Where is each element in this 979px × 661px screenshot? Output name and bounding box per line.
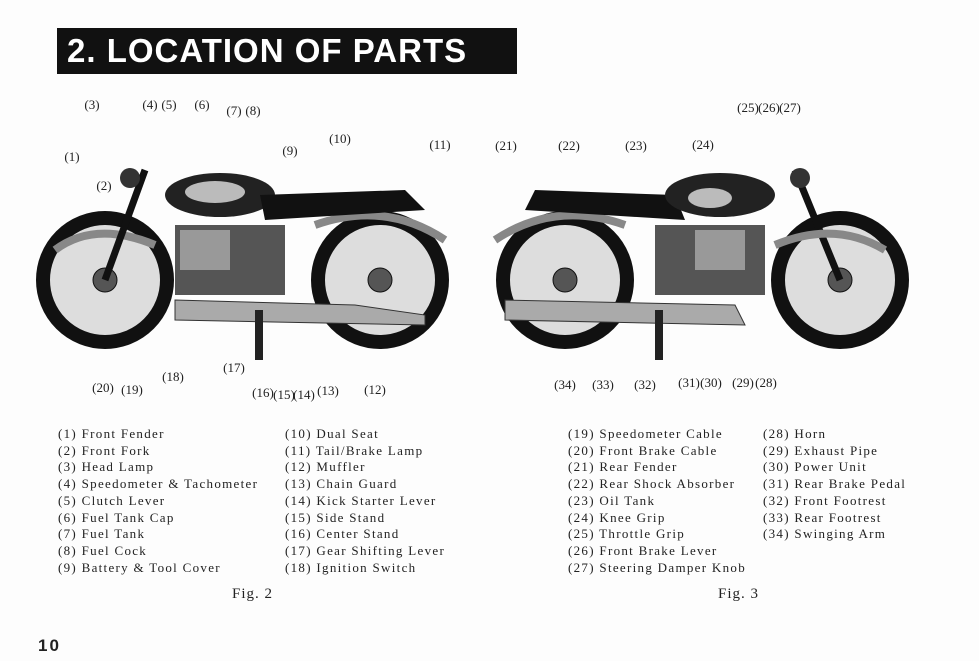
legend-item: (5) Clutch Lever: [58, 492, 166, 508]
legend-column-2: (10) Dual Seat (11) Tail/Brake Lamp (12)…: [285, 426, 445, 576]
callout-21: (21): [495, 138, 517, 153]
legend-item: (13) Chain Guard: [285, 476, 398, 492]
legend-item: (15) Side Stand: [285, 509, 386, 525]
callout-32: (32): [634, 377, 656, 392]
callout-15: (15): [273, 387, 295, 402]
legend-column-3: (19) Speedometer Cable (20) Front Brake …: [568, 426, 746, 576]
legend-item: (24) Knee Grip: [568, 509, 666, 525]
callout-31: (31): [678, 375, 700, 390]
callout-19: (19): [121, 382, 143, 397]
callout-10: (10): [329, 131, 351, 146]
callout-33: (33): [592, 377, 614, 392]
legend-item: (31) Rear Brake Pedal: [763, 476, 907, 492]
callout-17: (17): [223, 360, 245, 375]
legend-item: (1) Front Fender: [58, 426, 165, 441]
page-number: 10: [38, 636, 61, 655]
callout-6: (6): [194, 97, 210, 112]
section-title: 2. LOCATION OF PARTS: [57, 28, 517, 74]
callout-20: (20): [92, 380, 114, 395]
legend-item: (23) Oil Tank: [568, 492, 656, 508]
callout-28: (28): [755, 375, 777, 390]
legend-item: (7) Fuel Tank: [58, 526, 146, 542]
callout-18: (18): [162, 369, 184, 384]
figure-caption-3: Fig. 3: [718, 586, 760, 602]
motorcycle-left-view-illustration: [36, 168, 449, 360]
callout-24: (24): [692, 137, 714, 152]
legend-item: (8) Fuel Cock: [58, 542, 148, 558]
legend-item: (20) Front Brake Cable: [568, 442, 718, 458]
legend-item: (25) Throttle Grip: [568, 526, 686, 542]
callout-25: (25): [737, 100, 759, 115]
legend-item: (14) Kick Starter Lever: [285, 492, 437, 508]
figure-caption-2: Fig. 2: [232, 586, 274, 602]
callout-1: (1): [64, 149, 80, 164]
legend-item: (11) Tail/Brake Lamp: [285, 442, 424, 458]
legend-item: (26) Front Brake Lever: [568, 542, 718, 558]
callout-4: (4): [142, 97, 158, 112]
legend-item: (4) Speedometer & Tachometer: [58, 476, 259, 492]
callout-30: (30): [700, 375, 722, 390]
legend-item: (10) Dual Seat: [285, 426, 380, 441]
callout-34: (34): [554, 377, 576, 392]
callout-26: (26): [758, 100, 780, 115]
legend-column-1: (1) Front Fender (2) Front Fork (3) Head…: [58, 426, 258, 576]
callout-13: (13): [317, 383, 339, 398]
motorcycle-right-view-illustration: [492, 168, 909, 360]
legend-item: (12) Muffler: [285, 459, 366, 475]
callout-9: (9): [282, 143, 298, 158]
callout-5: (5): [161, 97, 177, 112]
legend-item: (29) Exhaust Pipe: [763, 442, 879, 458]
callout-12: (12): [364, 382, 386, 397]
callout-7: (7): [226, 103, 242, 118]
legend-item: (28) Horn: [763, 426, 827, 441]
callout-8: (8): [245, 103, 261, 118]
legend-item: (16) Center Stand: [285, 526, 400, 542]
legend-item: (27) Steering Damper Knob: [568, 559, 746, 575]
legend-item: (6) Fuel Tank Cap: [58, 509, 175, 525]
legend-item: (32) Front Footrest: [763, 492, 887, 508]
legend-item: (9) Battery & Tool Cover: [58, 559, 221, 575]
legend-column-4: (28) Horn (29) Exhaust Pipe (30) Power U…: [763, 426, 906, 543]
legend-item: (2) Front Fork: [58, 442, 151, 458]
callout-16: (16): [252, 385, 274, 400]
legend-item: (30) Power Unit: [763, 459, 867, 475]
legend-item: (22) Rear Shock Absorber: [568, 476, 736, 492]
legend-item: (21) Rear Fender: [568, 459, 678, 475]
legend-item: (18) Ignition Switch: [285, 559, 417, 575]
callout-14: (14): [293, 387, 315, 402]
callout-29: (29): [732, 375, 754, 390]
legend-item: (19) Speedometer Cable: [568, 426, 723, 441]
legend-item: (17) Gear Shifting Lever: [285, 542, 446, 558]
legend-item: (3) Head Lamp: [58, 459, 155, 475]
callout-3: (3): [84, 97, 100, 112]
callout-2: (2): [96, 178, 112, 193]
callout-11: (11): [429, 137, 451, 152]
callout-22: (22): [558, 138, 580, 153]
legend-item: (33) Rear Footrest: [763, 509, 882, 525]
legend-item: (34) Swinging Arm: [763, 526, 887, 542]
callout-27: (27): [779, 100, 801, 115]
callout-23: (23): [625, 138, 647, 153]
